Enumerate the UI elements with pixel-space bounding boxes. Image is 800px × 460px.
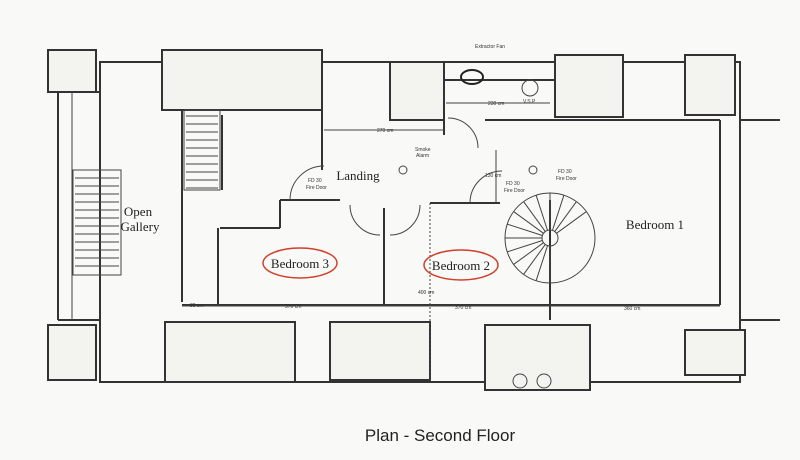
hob-ring-icon <box>536 373 552 389</box>
fire-door-label: Fire Door <box>556 176 577 182</box>
basin-icon <box>460 69 484 85</box>
bathroom-fixtures <box>398 69 552 389</box>
spiral-tread <box>507 239 543 253</box>
spiral-tread <box>523 244 546 275</box>
dimension-130: 130 cm <box>485 173 501 179</box>
spiral-tread <box>535 195 549 231</box>
dimension-370-a: 370 cm <box>285 304 301 310</box>
highlight-oval <box>423 249 499 281</box>
spiral-staircase <box>504 192 596 284</box>
spiral-tread <box>513 242 544 265</box>
spiral-tread <box>523 201 546 232</box>
smoke-alarm-icon <box>398 165 408 175</box>
dimension-lines <box>182 102 720 382</box>
room-label-bedroom-2: Bedroom 2 <box>432 258 490 273</box>
vsp-label: V.S.P <box>523 99 536 105</box>
door-swings <box>289 117 503 236</box>
fire-door-label: Fire Door <box>504 188 525 194</box>
stairs <box>72 109 221 276</box>
fire-door-code: FD 30 <box>308 178 322 184</box>
dimension-400: 400 cm <box>418 290 434 296</box>
spiral-tread <box>507 223 543 237</box>
internal-walls <box>71 79 721 320</box>
spiral-tread <box>556 211 587 234</box>
spiral-tread <box>513 211 544 234</box>
room-label-open-gallery-2: Gallery <box>121 219 160 234</box>
hob-ring-icon <box>512 373 528 389</box>
smoke-alarm-icon <box>528 165 538 175</box>
highlight-oval <box>262 247 338 279</box>
dimension-370-b: 370 cm <box>455 305 471 311</box>
toilet-icon <box>521 79 539 97</box>
dimension-230: 230 cm <box>488 101 504 107</box>
fire-door-code: FD 30 <box>506 181 520 187</box>
extractor-fan-label: Extractor Fan <box>475 44 505 50</box>
plan-title: Plan - Second Floor <box>365 426 516 445</box>
smoke-alarm-label: Smoke <box>415 147 431 153</box>
spiral-tread <box>554 201 577 232</box>
room-label-open-gallery: Open <box>124 204 153 219</box>
room-label-bedroom-1: Bedroom 1 <box>626 217 684 232</box>
wall-piers <box>47 49 746 391</box>
smoke-alarm-label-2: Alarm <box>416 153 429 159</box>
room-label-landing: Landing <box>336 168 380 183</box>
fire-door-label: Fire Door <box>306 185 327 191</box>
dimension-80: 80 cm <box>190 303 204 309</box>
dimension-270: 270 cm <box>377 128 393 134</box>
dimension-360: 360 cm <box>624 306 640 312</box>
room-label-bedroom-3: Bedroom 3 <box>271 256 329 271</box>
fire-door-code: FD 30 <box>558 169 572 175</box>
spiral-tread <box>551 195 565 231</box>
spiral-tread <box>535 245 549 281</box>
